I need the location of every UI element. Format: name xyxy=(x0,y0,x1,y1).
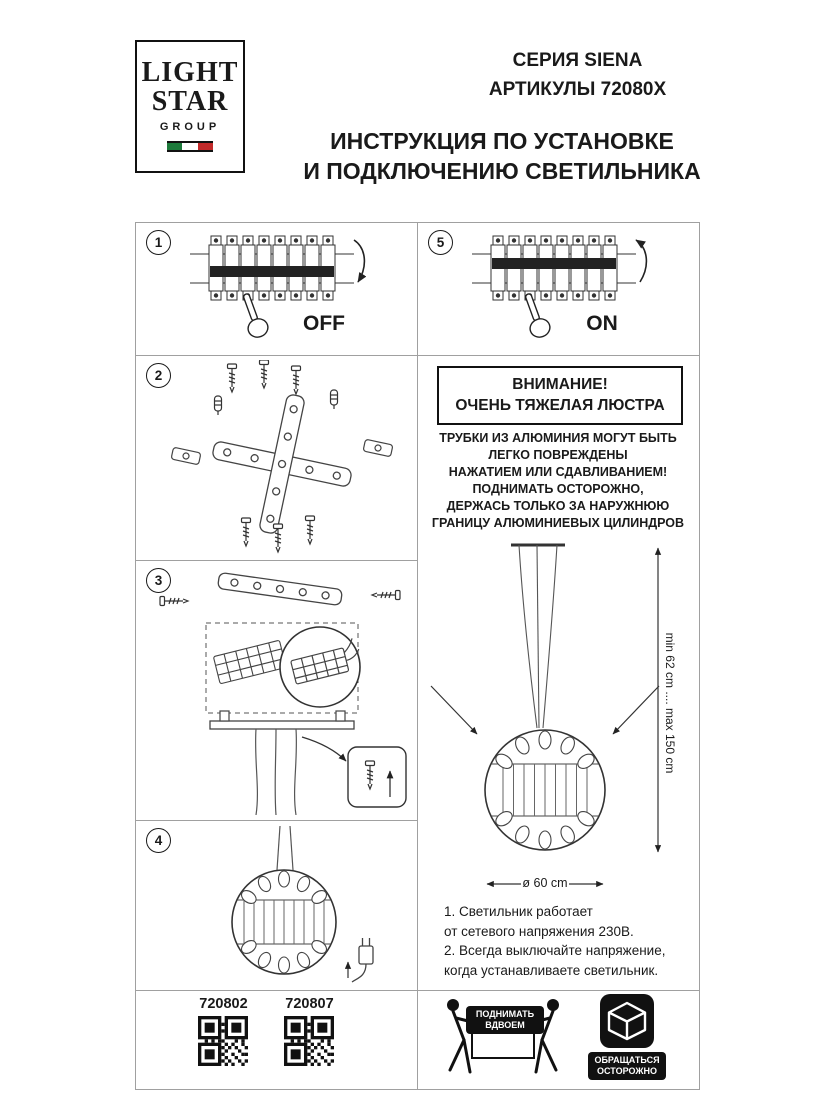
pointing-hand-icon xyxy=(243,293,269,338)
cube-icon xyxy=(607,1001,647,1041)
height-range-label: min 62 cm .... max 150 cm xyxy=(663,632,677,774)
article-number-right: 720807 xyxy=(285,996,334,1012)
chandelier-hanging-diagram xyxy=(231,826,374,983)
logo-text-light: LIGHT xyxy=(141,57,239,88)
grid-divider-row1 xyxy=(135,355,700,356)
warning-text-line: ГРАНИЦУ АЛЮМИНИЕВЫХ ЦИЛИНДРОВ xyxy=(431,516,685,530)
diameter-label: ø 60 cm xyxy=(522,876,568,890)
warning-text-line: ЛЕГКО ПОВРЕЖДЕНЫ xyxy=(488,448,628,462)
inset-detail-box xyxy=(347,746,407,808)
series-title: СЕРИЯ SIENA xyxy=(512,50,643,71)
step-4-badge: 4 xyxy=(146,828,171,853)
warning-text-line: НАЖАТИЕМ ИЛИ СДАВЛИВАНИЕМ! xyxy=(448,465,668,479)
warning-text: ТРУБКИ ИЗ АЛЮМИНИЯ МОГУТ БЫТЬ ЛЕГКО ПОВР… xyxy=(422,430,694,532)
instruction-title-line2: И ПОДКЛЮЧЕНИЮ СВЕТИЛЬНИКА xyxy=(303,158,701,184)
handle-with-care-icon xyxy=(600,994,654,1048)
note-line: 2. Всегда выключайте напряжение, xyxy=(444,943,666,958)
mounting-bracket-diagram xyxy=(171,360,393,553)
grid-divider-row2 xyxy=(135,560,417,561)
warning-text-line: ТРУБКИ ИЗ АЛЮМИНИЯ МОГУТ БЫТЬ xyxy=(439,431,677,445)
plug-icon xyxy=(351,938,374,983)
article-number-left: 720802 xyxy=(199,996,248,1012)
warning-text-line: ПОДНИМАТЬ ОСТОРОЖНО, xyxy=(472,482,644,496)
step-5-badge: 5 xyxy=(428,230,453,255)
lift-label: ПОДНИМАТЬ ВДВОЕМ xyxy=(466,1006,544,1034)
logo-text-star: STAR xyxy=(151,86,229,117)
grid-divider-row3 xyxy=(135,820,417,821)
off-label: OFF xyxy=(303,312,345,335)
grid-divider-row4 xyxy=(135,990,700,991)
note-line: от сетевого напряжения 230В. xyxy=(444,923,634,939)
notes-block: 1. Светильник работает от сетевого напря… xyxy=(444,902,694,980)
step-3-badge: 3 xyxy=(146,568,171,593)
lightstar-logo: LIGHT STAR GROUP xyxy=(135,40,245,173)
grid-divider-vertical xyxy=(417,222,418,1090)
pointing-hand-icon xyxy=(525,293,551,338)
note-line: когда устанавливаете светильник. xyxy=(444,962,659,978)
circuit-breaker-off-diagram xyxy=(170,228,367,338)
articles-title: АРТИКУЛЫ 72080X xyxy=(488,79,667,100)
step-2-badge: 2 xyxy=(146,363,171,388)
step-1-badge: 1 xyxy=(146,230,171,255)
wiring-detail-diagram xyxy=(159,572,407,815)
warning-text-line: ДЕРЖАСЬ ТОЛЬКО ЗА НАРУЖНЮЮ xyxy=(446,499,670,513)
instruction-title-line1: ИНСТРУКЦИЯ ПО УСТАНОВКЕ xyxy=(330,128,674,154)
qr-code-left xyxy=(198,1016,248,1066)
handle-label: ОБРАЩАТЬСЯ ОСТОРОЖНО xyxy=(588,1052,666,1080)
on-label: ON xyxy=(586,312,618,335)
warning-title: ВНИМАНИЕ! xyxy=(512,376,608,393)
qr-code-right xyxy=(284,1016,334,1066)
logo-flag-icon xyxy=(167,141,213,152)
warning-box: ВНИМАНИЕ! ОЧЕНЬ ТЯЖЕЛАЯ ЛЮСТРА xyxy=(437,366,683,425)
note-line: 1. Светильник работает xyxy=(444,904,593,919)
circuit-breaker-on-diagram xyxy=(452,228,648,338)
logo-text-group: GROUP xyxy=(159,121,221,133)
warning-subtitle: ОЧЕНЬ ТЯЖЕЛАЯ ЛЮСТРА xyxy=(455,397,665,414)
chandelier-dimensions-diagram xyxy=(430,543,662,888)
